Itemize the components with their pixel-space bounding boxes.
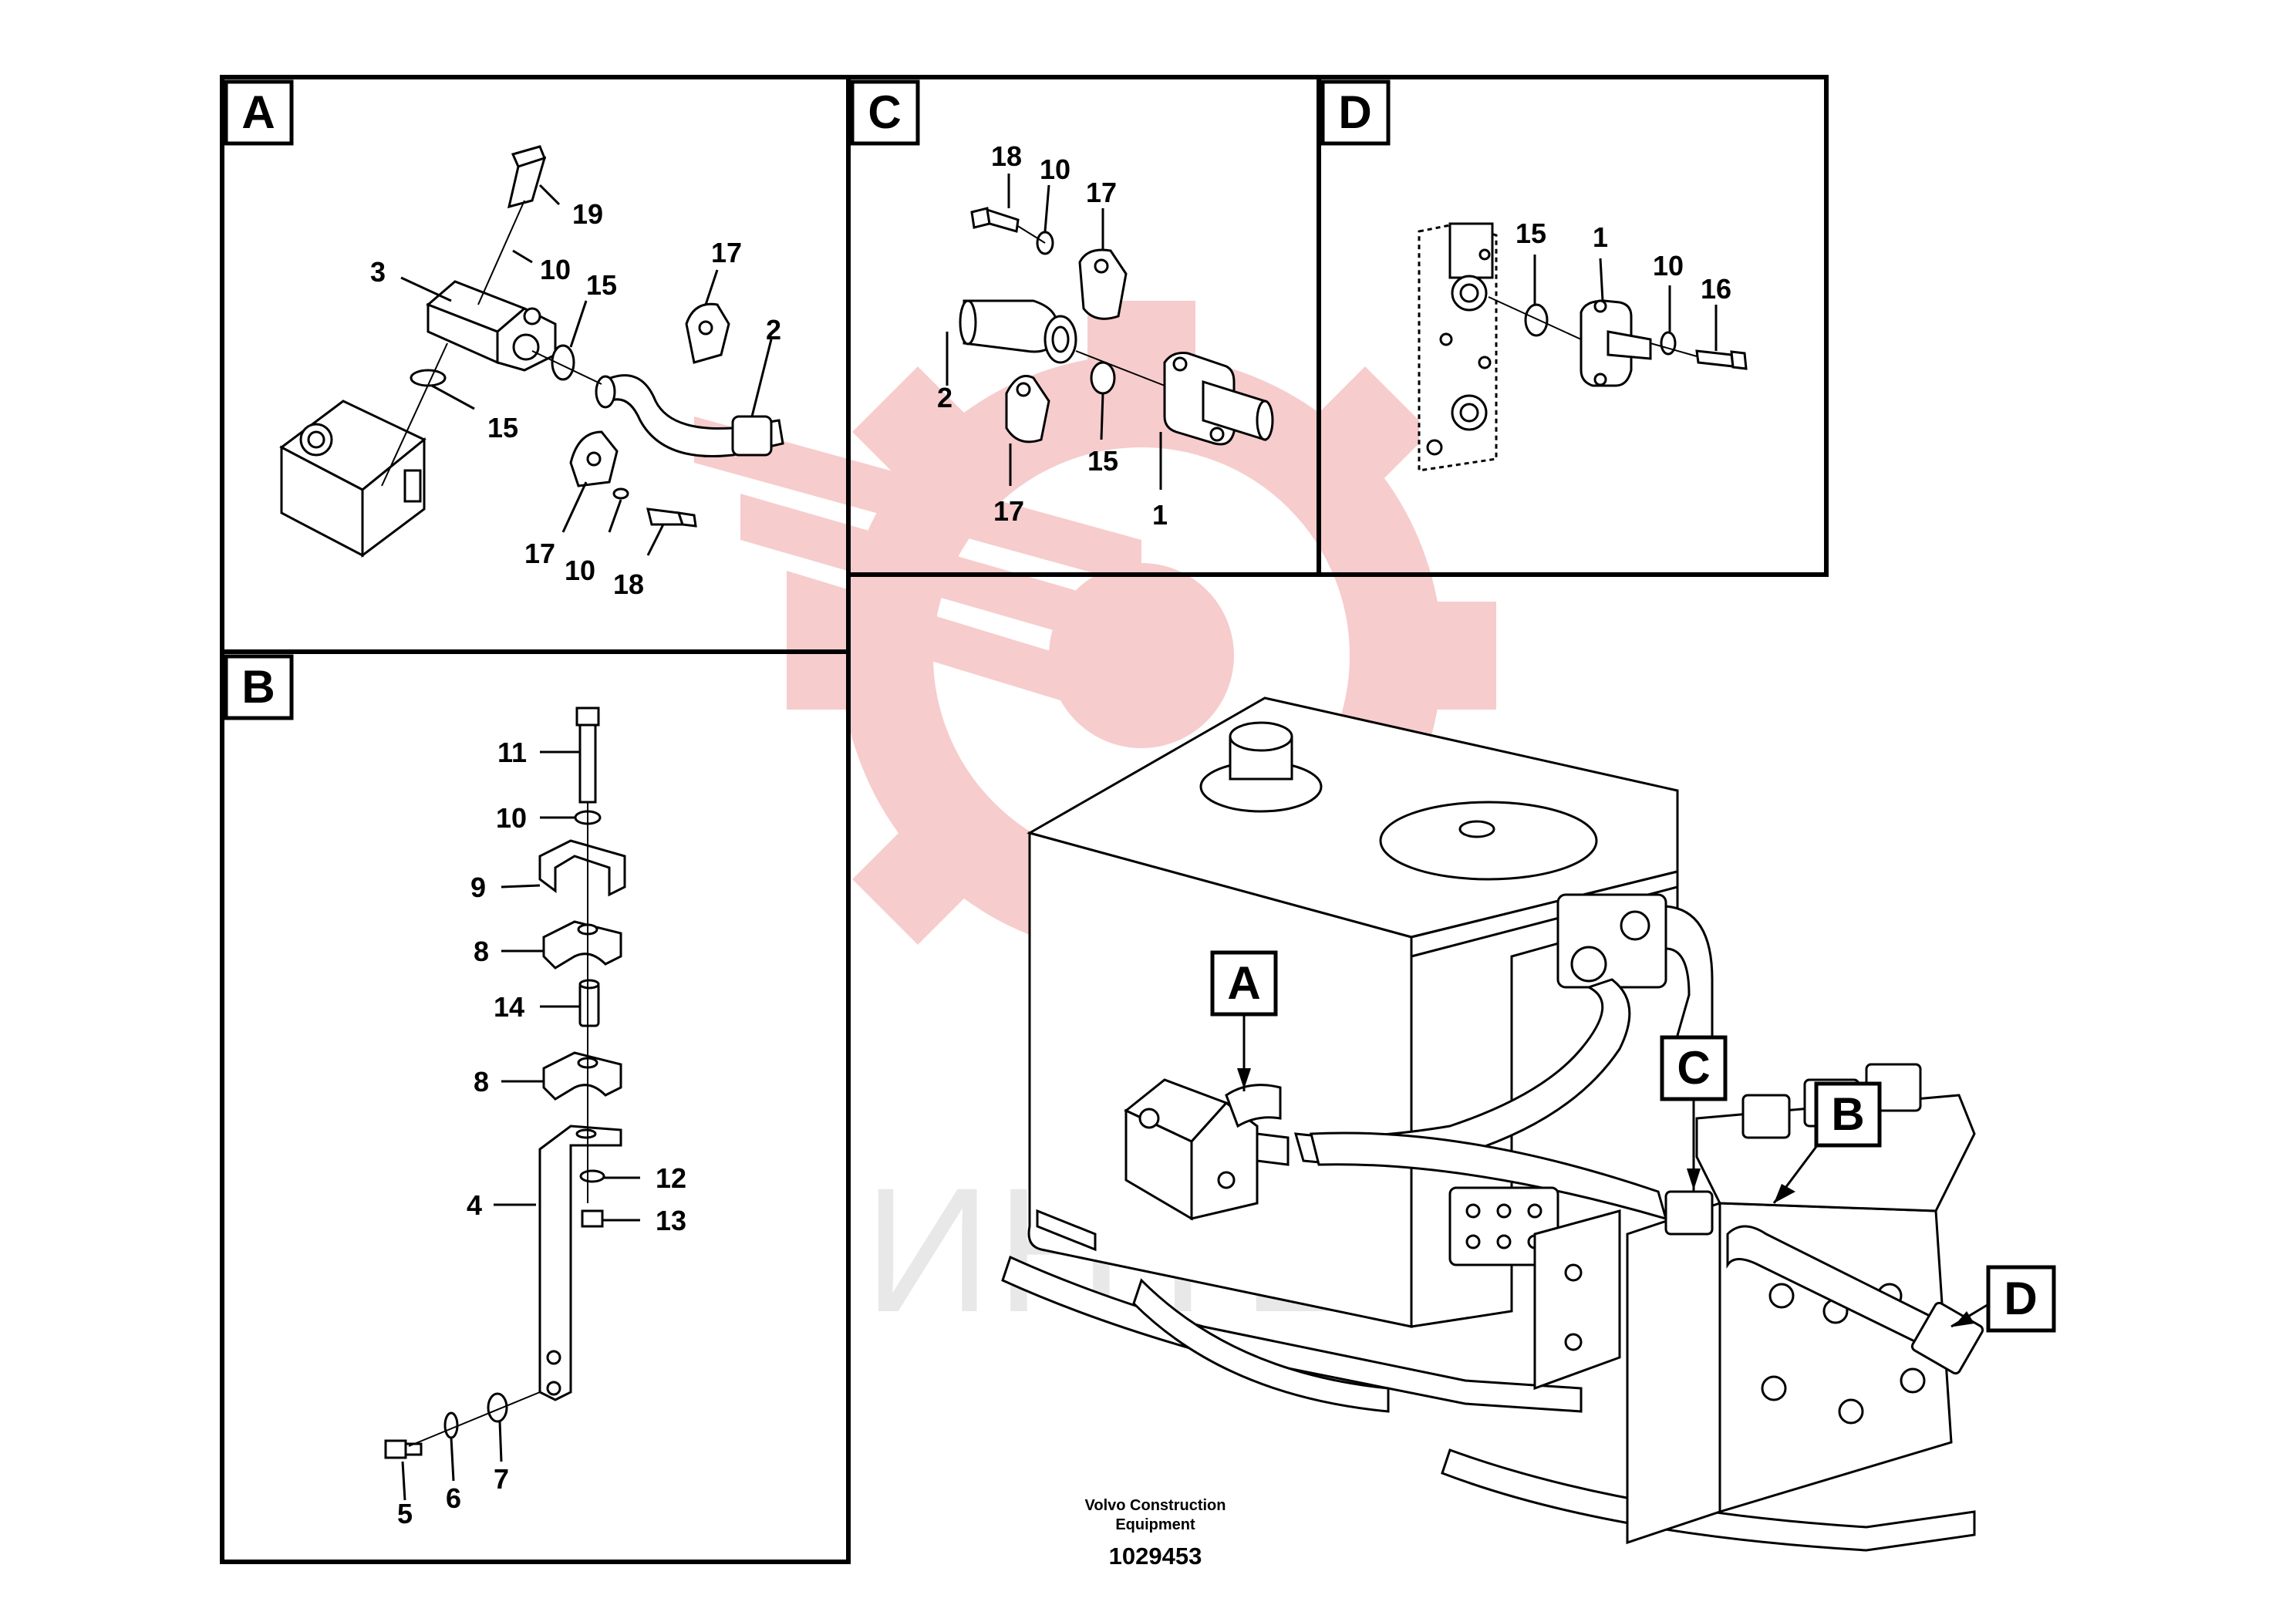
callout-9: 9 xyxy=(470,872,486,903)
callout-1: 1 xyxy=(1593,221,1608,253)
callout-3: 3 xyxy=(370,256,386,288)
svg-text:C: C xyxy=(868,86,901,138)
overview-tag-a: A xyxy=(1210,950,1278,1017)
panel-a-drawing xyxy=(279,145,784,558)
panel-a-label: A xyxy=(224,79,294,146)
overview-tag-c: C xyxy=(1660,1035,1728,1101)
svg-text:C: C xyxy=(1677,1042,1710,1094)
panel-c-drawing xyxy=(946,174,1274,490)
callout-6: 6 xyxy=(446,1482,461,1514)
overview-tag-d: D xyxy=(1986,1265,2056,1333)
brand-line-2: Equipment xyxy=(1115,1516,1195,1533)
callout-17: 17 xyxy=(993,495,1024,527)
svg-text:B: B xyxy=(241,661,275,713)
panel-c-callouts: 18 10 17 2 15 17 1 xyxy=(937,140,1168,531)
callout-18: 18 xyxy=(991,140,1022,172)
panel-b-frame xyxy=(220,649,851,1564)
panel-b-drawing xyxy=(384,706,640,1501)
panel-b-label: B xyxy=(224,654,294,720)
callout-14: 14 xyxy=(494,991,524,1023)
callout-10: 10 xyxy=(1040,153,1070,185)
callout-8: 8 xyxy=(474,936,489,967)
callout-17: 17 xyxy=(1086,177,1117,208)
brand-line-1: Volvo Construction xyxy=(1085,1497,1226,1514)
drawing-number: 1029453 xyxy=(1109,1543,1202,1570)
callout-13: 13 xyxy=(656,1205,686,1236)
callout-5: 5 xyxy=(397,1498,413,1529)
svg-text:A: A xyxy=(1227,957,1260,1009)
callout-1: 1 xyxy=(1152,499,1168,531)
footer-credit: Volvo Construction Equipment 1029453 xyxy=(1085,1497,1226,1570)
overview-drawing xyxy=(1001,696,1991,1552)
callout-2: 2 xyxy=(766,314,781,346)
callout-17: 17 xyxy=(524,538,555,569)
callout-16: 16 xyxy=(1701,273,1731,305)
callout-15: 15 xyxy=(586,269,617,301)
panel-d-label: D xyxy=(1320,79,1391,146)
callout-10: 10 xyxy=(565,555,595,586)
callout-15: 15 xyxy=(1515,218,1546,249)
callout-10: 10 xyxy=(540,254,571,285)
callout-2: 2 xyxy=(937,382,952,413)
svg-text:B: B xyxy=(1831,1088,1864,1140)
callout-12: 12 xyxy=(656,1162,686,1194)
callout-7: 7 xyxy=(494,1463,509,1495)
panel-d-callouts: 15 1 10 16 xyxy=(1515,218,1731,305)
callout-11: 11 xyxy=(497,737,527,768)
callout-18: 18 xyxy=(613,568,644,600)
callout-17: 17 xyxy=(711,237,742,268)
callout-15: 15 xyxy=(1087,445,1118,477)
callout-8: 8 xyxy=(474,1066,489,1098)
callout-10: 10 xyxy=(496,802,527,834)
panel-a-callouts: 19 10 3 15 17 2 15 17 10 18 xyxy=(370,198,781,600)
svg-text:D: D xyxy=(1338,86,1371,138)
panel-c-label: C xyxy=(850,79,920,146)
callout-4: 4 xyxy=(467,1189,482,1221)
svg-text:D: D xyxy=(2004,1273,2037,1324)
panel-d-drawing xyxy=(1418,222,1748,472)
panel-b-callouts: 11 10 9 8 14 8 12 4 13 5 6 7 xyxy=(397,737,686,1529)
callout-10: 10 xyxy=(1653,250,1684,282)
panel-d-frame xyxy=(1317,75,1829,577)
overview-tag-b: B xyxy=(1814,1081,1882,1148)
svg-text:A: A xyxy=(241,86,275,138)
callout-19: 19 xyxy=(572,198,603,230)
callout-15: 15 xyxy=(487,412,518,443)
